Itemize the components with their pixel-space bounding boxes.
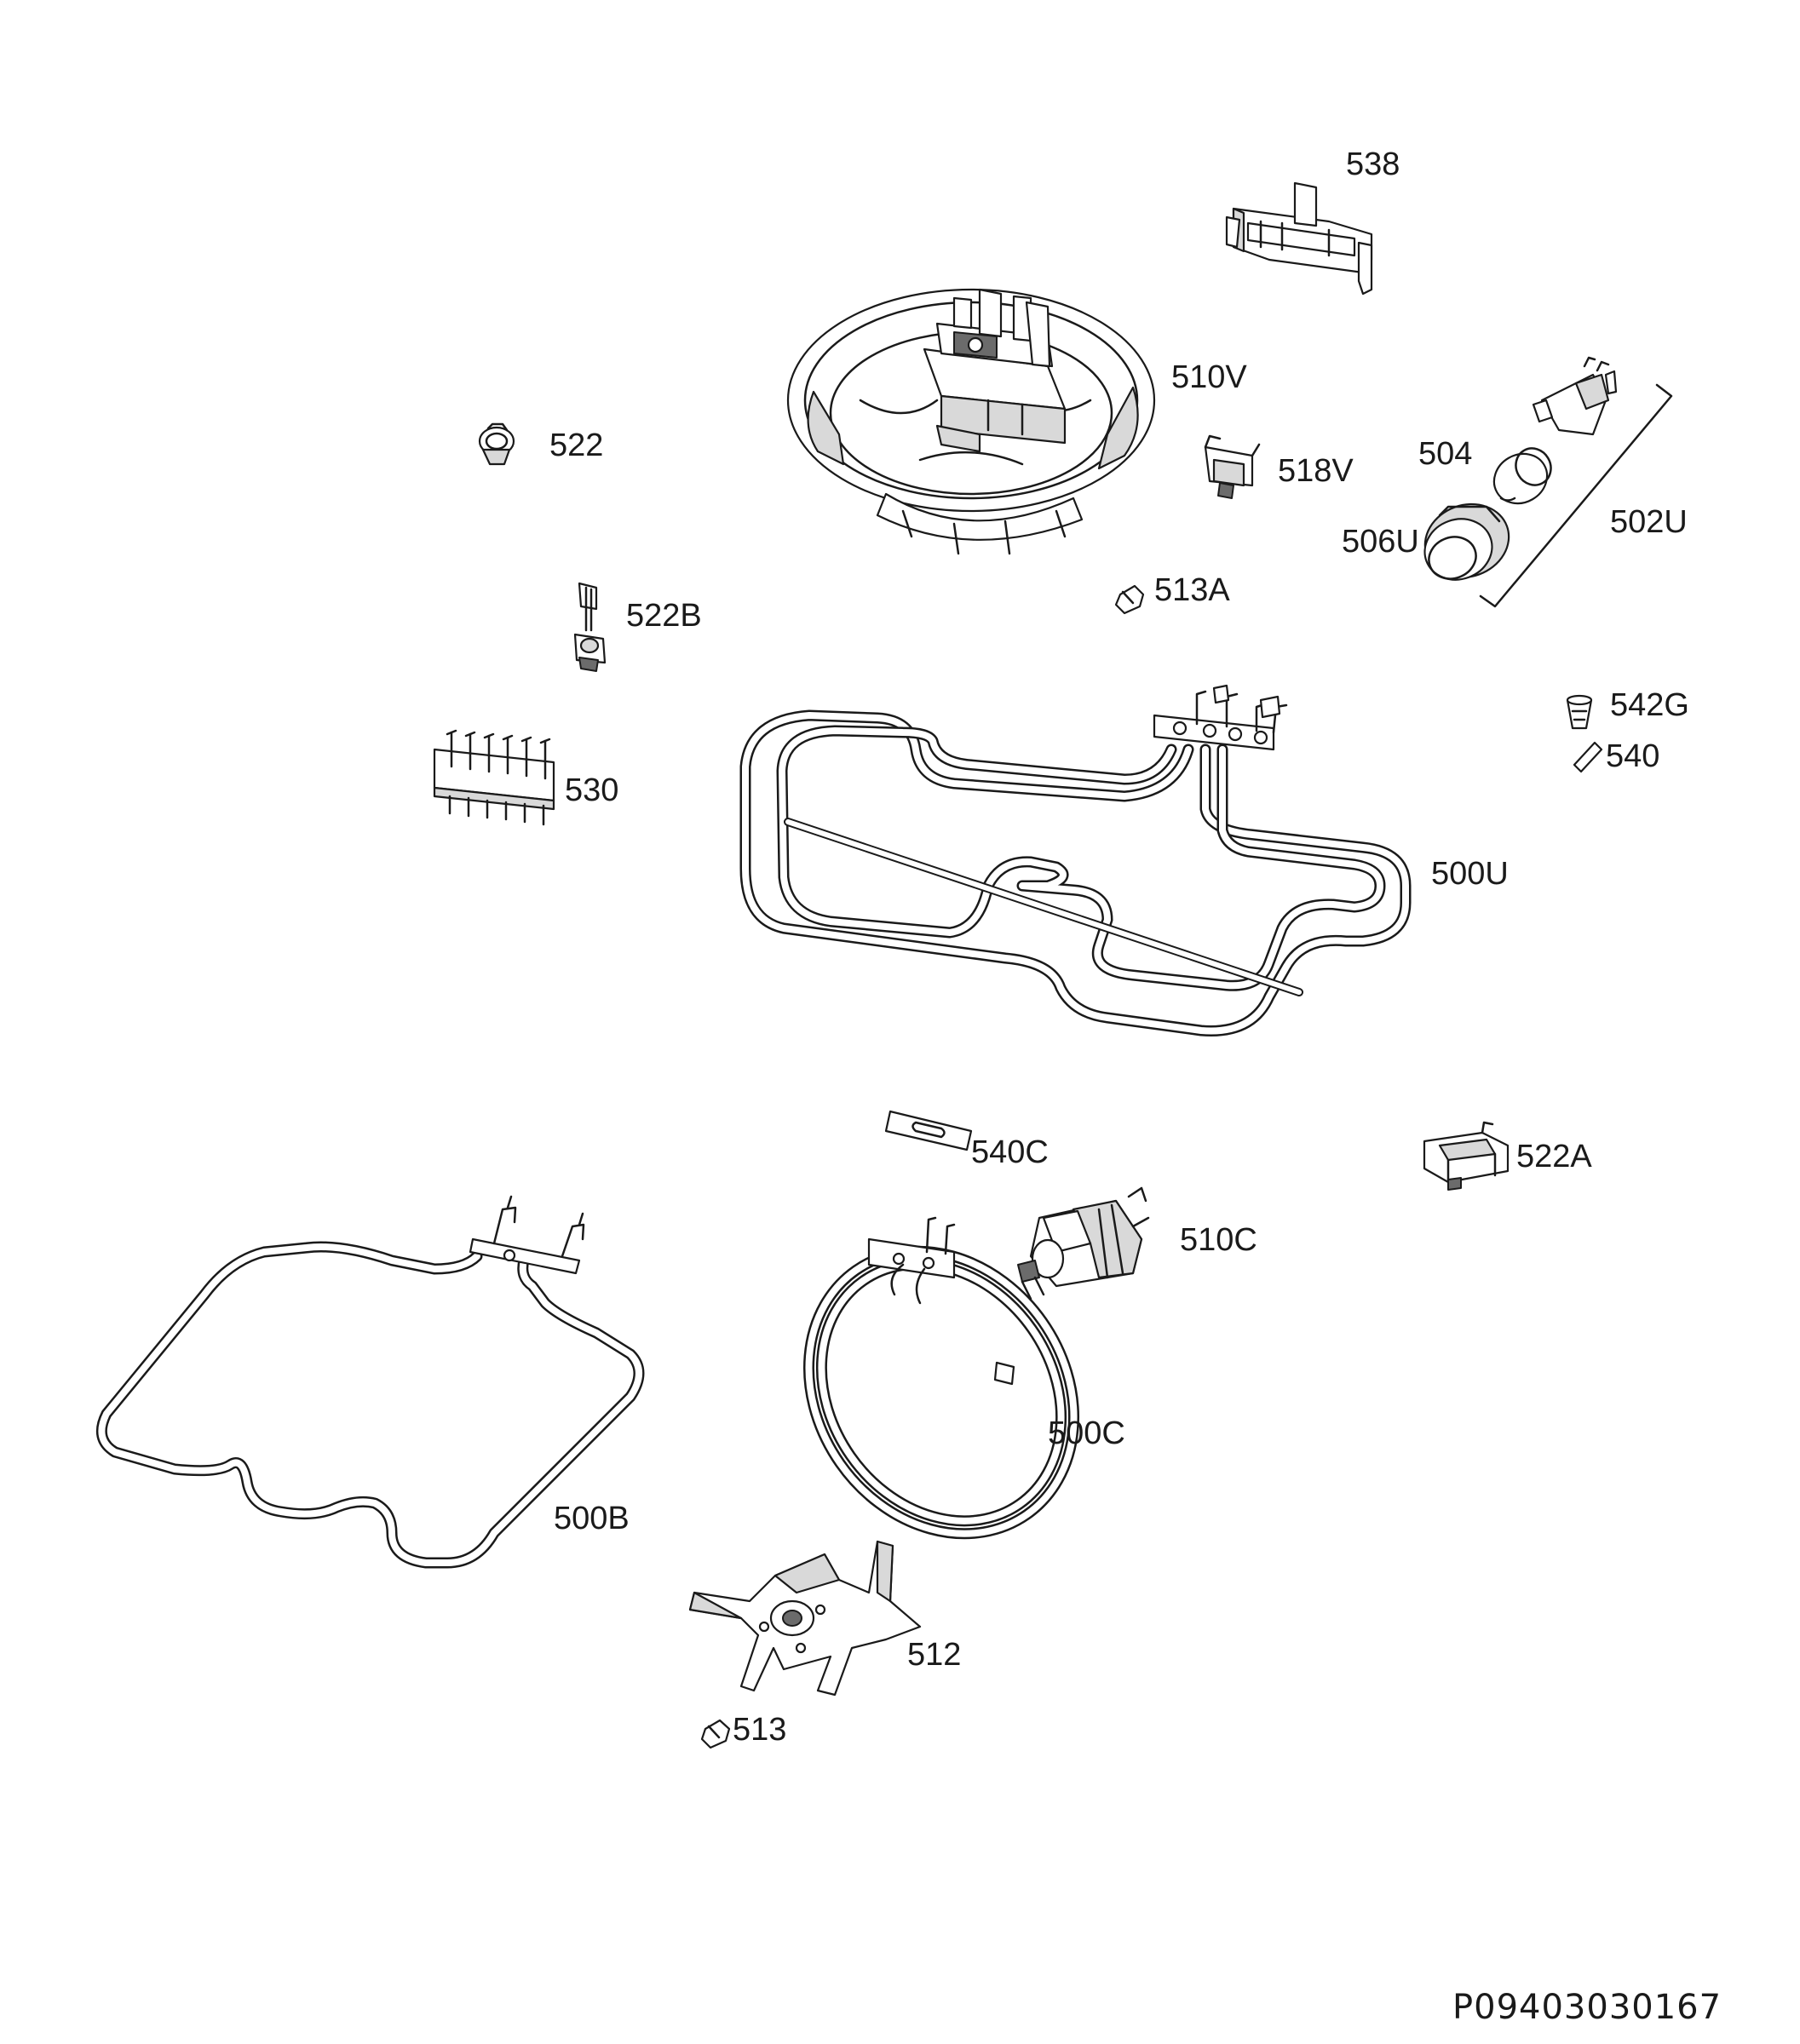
part-512-fan-blade	[688, 1540, 922, 1697]
document-id: P09403030167	[1452, 1988, 1722, 2027]
part-513-nut	[700, 1719, 731, 1749]
part-518V-switch	[1204, 434, 1261, 499]
part-513A-nut	[1114, 584, 1145, 615]
part-510V-fan-housing	[786, 288, 1156, 555]
part-538-bracket	[1225, 181, 1373, 296]
part-500U-upper-heating-element	[739, 684, 1412, 1036]
part-label: 500C	[1048, 1415, 1125, 1451]
part-label: 502U	[1610, 504, 1688, 540]
part-522B-thermostat	[573, 582, 607, 672]
part-label: 540C	[971, 1134, 1049, 1170]
part-500B-lower-heating-element	[95, 1195, 645, 1569]
part-540C-gasket	[884, 1110, 973, 1151]
part-label: 504	[1418, 436, 1472, 472]
part-label: 500U	[1431, 856, 1509, 892]
part-502U-lamp-assembly	[1479, 356, 1673, 608]
part-510C-motor	[1017, 1186, 1150, 1300]
part-542G-plug	[1566, 694, 1593, 730]
part-500C-circular-heating-element	[802, 1216, 1080, 1540]
part-540-pin	[1573, 741, 1603, 773]
part-530-terminal-block	[433, 729, 555, 826]
part-label: 500B	[554, 1501, 630, 1536]
part-label: 510C	[1180, 1222, 1257, 1258]
part-522A-thermostat	[1423, 1121, 1510, 1191]
part-label: 518V	[1278, 453, 1354, 489]
part-506U-lamp-cover	[1423, 502, 1510, 581]
part-label: 510V	[1171, 359, 1247, 395]
part-504-lamp-bulb	[1492, 447, 1552, 505]
part-label: 506U	[1342, 524, 1419, 560]
part-522-clip	[478, 422, 515, 466]
part-label: 513	[733, 1712, 786, 1748]
part-label: 512	[907, 1637, 961, 1673]
part-label: 522B	[626, 598, 702, 634]
part-label: 522	[549, 428, 603, 463]
part-label: 513A	[1154, 572, 1230, 608]
part-label: 542G	[1610, 687, 1689, 723]
part-label: 540	[1606, 738, 1659, 774]
part-label: 530	[565, 772, 618, 808]
part-label: 538	[1346, 146, 1400, 182]
part-label: 522A	[1516, 1139, 1592, 1174]
